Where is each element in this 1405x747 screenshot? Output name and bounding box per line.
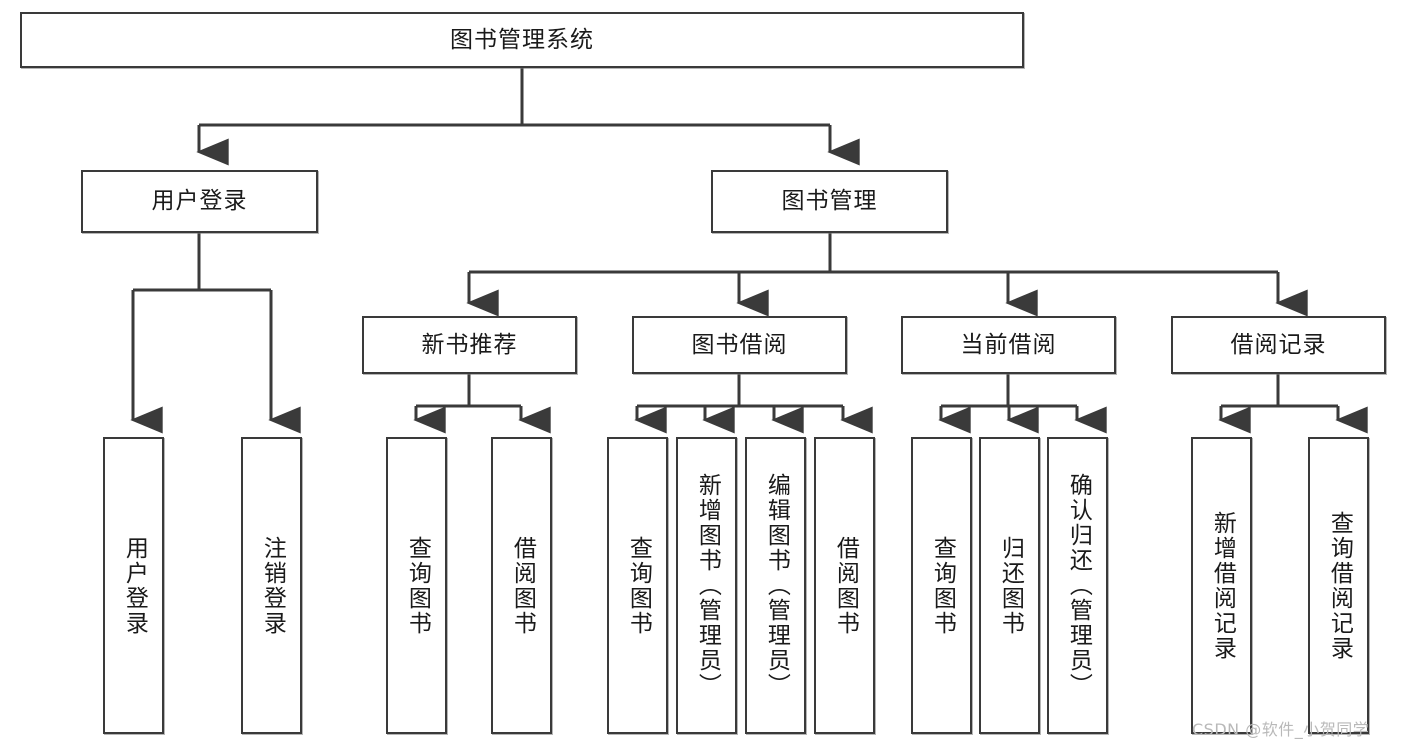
node-borrow-record[interactable]: 借阅记录 xyxy=(1171,316,1386,374)
node-new-book-recommend[interactable]: 新书推荐 xyxy=(362,316,577,374)
leaf-query-borrow-record[interactable]: 查询借阅记录 xyxy=(1308,437,1369,734)
node-label: 借阅图书 xyxy=(509,535,536,636)
node-label: 查询图书 xyxy=(625,535,652,636)
node-book-management-system[interactable]: 图书管理系统 xyxy=(20,12,1024,68)
node-current-borrow[interactable]: 当前借阅 xyxy=(901,316,1116,374)
leaf-edit-book[interactable]: 编辑图书（管理员） xyxy=(745,437,806,734)
node-user-login[interactable]: 用户登录 xyxy=(81,170,318,233)
node-label: 编辑图书（管理员） xyxy=(763,473,790,698)
node-label: 新增借阅记录 xyxy=(1209,510,1236,661)
leaf-borrow-book[interactable]: 借阅图书 xyxy=(814,437,875,734)
node-book-management[interactable]: 图书管理 xyxy=(711,170,948,233)
node-label: 借阅图书 xyxy=(832,535,859,636)
node-label: 注销登录 xyxy=(259,535,286,636)
node-label: 图书管理系统 xyxy=(450,26,594,53)
leaf-query-book-current[interactable]: 查询图书 xyxy=(911,437,972,734)
leaf-user-login[interactable]: 用户登录 xyxy=(103,437,164,734)
node-label: 查询图书 xyxy=(929,535,956,636)
leaf-query-book-borrow[interactable]: 查询图书 xyxy=(607,437,668,734)
node-label: 借阅记录 xyxy=(1230,331,1327,358)
leaf-add-book[interactable]: 新增图书（管理员） xyxy=(676,437,737,734)
node-label: 图书管理 xyxy=(781,188,878,214)
csdn-watermark: CSDN @软件_小贺同学 xyxy=(1192,720,1370,739)
node-label: 查询借阅记录 xyxy=(1326,510,1353,661)
node-label: 查询图书 xyxy=(404,535,431,636)
node-book-borrow[interactable]: 图书借阅 xyxy=(632,316,847,374)
node-label: 归还图书 xyxy=(997,535,1024,636)
node-label: 新书推荐 xyxy=(421,331,518,358)
leaf-confirm-return[interactable]: 确认归还（管理员） xyxy=(1047,437,1108,734)
leaf-query-book-recommend[interactable]: 查询图书 xyxy=(386,437,447,734)
node-label: 用户登录 xyxy=(121,535,148,636)
node-label: 当前借阅 xyxy=(960,331,1057,358)
node-label: 确认归还（管理员） xyxy=(1065,473,1092,698)
node-label: 图书借阅 xyxy=(691,331,788,358)
leaf-borrow-book-recommend[interactable]: 借阅图书 xyxy=(491,437,552,734)
leaf-logout-login[interactable]: 注销登录 xyxy=(241,437,302,734)
leaf-return-book[interactable]: 归还图书 xyxy=(979,437,1040,734)
node-label: 新增图书（管理员） xyxy=(694,473,721,698)
leaf-add-borrow-record[interactable]: 新增借阅记录 xyxy=(1191,437,1252,734)
node-label: 用户登录 xyxy=(151,188,248,214)
